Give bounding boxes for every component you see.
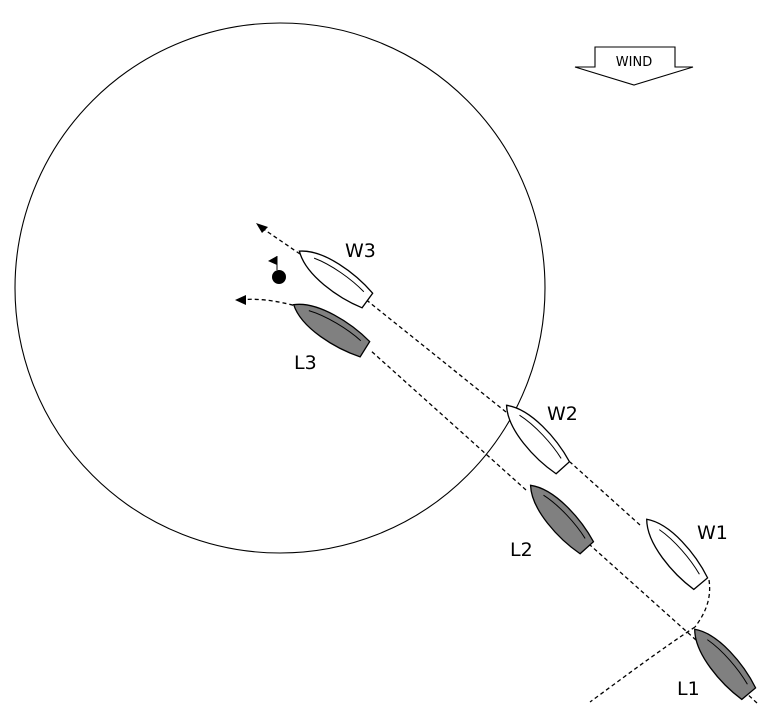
- label-w2: W2: [547, 403, 578, 425]
- label-w3: W3: [345, 240, 376, 262]
- label-l3: L3: [294, 352, 317, 374]
- zone-circle: [14, 22, 546, 554]
- label-l2: L2: [510, 539, 533, 561]
- mark-buoy-icon: [272, 270, 286, 284]
- boat-l3: [292, 303, 371, 358]
- label-w1: W1: [697, 522, 728, 544]
- rounding-mark: [268, 256, 286, 284]
- leeward-track-lower: [744, 691, 758, 704]
- boat-w2: [505, 404, 571, 475]
- wind-arrow-icon: [574, 46, 694, 86]
- leeward-arrowhead-icon: [235, 295, 246, 305]
- tracks: [235, 223, 758, 704]
- wind-indicator: WIND: [574, 46, 694, 86]
- boat-w1-hull: [646, 518, 709, 591]
- boat-l3-hull: [292, 303, 371, 358]
- boat-w1: [646, 518, 709, 591]
- boat-w2-hull: [505, 404, 571, 475]
- mark-flag-icon: [268, 256, 277, 265]
- boat-l1: [694, 628, 757, 701]
- leeward-track-main: [239, 298, 697, 703]
- boat-l1-hull: [694, 628, 757, 701]
- wind-label: WIND: [616, 55, 652, 70]
- boat-l2-hull: [529, 484, 595, 555]
- label-l1: L1: [677, 678, 700, 700]
- boat-w3: [298, 250, 374, 309]
- windward-arrowhead-icon: [256, 223, 268, 233]
- windward-track-main: [261, 227, 641, 526]
- boat-w3-hull: [298, 250, 374, 309]
- boat-l2: [529, 484, 595, 555]
